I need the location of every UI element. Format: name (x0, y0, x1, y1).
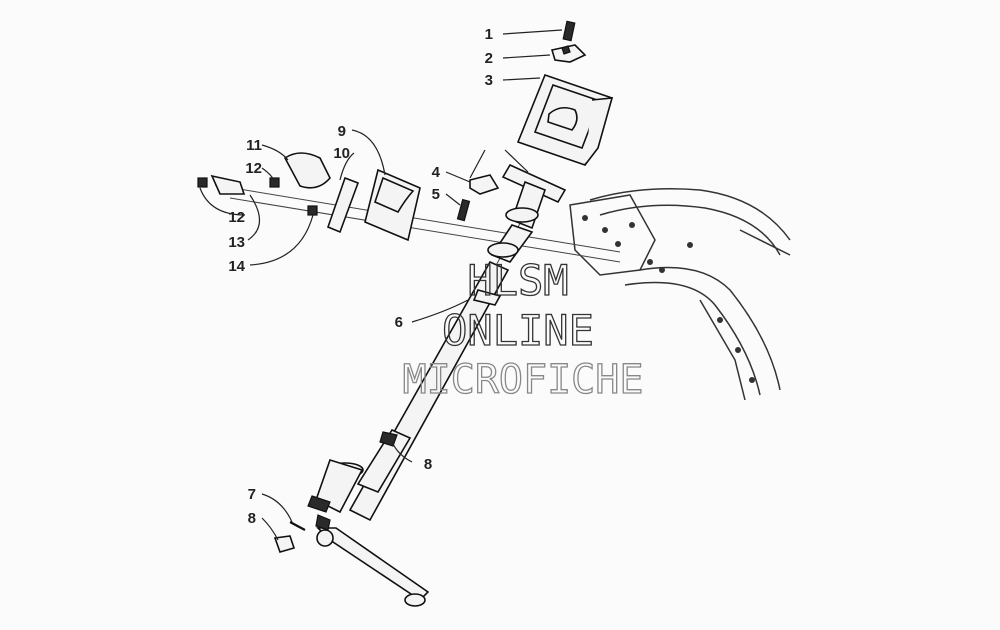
callout-14: 14 (228, 258, 245, 275)
watermark-line2: ONLINE (442, 306, 594, 355)
watermark-line1: HLSM (467, 256, 568, 305)
callout-3: 3 (485, 72, 493, 89)
callout-12-upper: 12 (245, 160, 262, 177)
clamp-bolts (197, 174, 318, 216)
callout-9: 9 (338, 123, 346, 140)
steering-shaft (307, 260, 510, 522)
chassis-frame (569, 188, 791, 401)
bushing-plate (326, 176, 360, 234)
steering-arm (315, 514, 430, 607)
handlebar-clamp-block (516, 73, 614, 167)
clamp-cap (550, 44, 587, 63)
callout-8-upper: 8 (424, 456, 432, 473)
watermark: HLSM ONLINE MICROFICHE (402, 255, 644, 403)
callout-8-lower: 8 (248, 510, 256, 527)
callout-5: 5 (432, 186, 440, 203)
steering-support-bracket (364, 168, 421, 242)
washer (289, 521, 306, 531)
leader-lines (199, 29, 563, 541)
callout-12-lower: 12 (228, 209, 245, 226)
callout-labels: 1 2 3 4 5 6 7 8 8 9 10 11 12 12 13 14 (228, 26, 493, 527)
upper-clamp (283, 152, 331, 189)
callout-11: 11 (246, 137, 262, 154)
callout-13: 13 (228, 234, 245, 251)
callout-10: 10 (333, 145, 350, 162)
callout-4: 4 (432, 164, 441, 181)
hex-bolt (456, 198, 471, 222)
steering-post-head (487, 163, 567, 263)
callout-7: 7 (248, 486, 256, 503)
lock-nut (273, 535, 296, 553)
watermark-line3: MICROFICHE (403, 357, 644, 403)
cap-screw (562, 20, 576, 42)
callout-6: 6 (395, 314, 403, 331)
flange-nut (469, 174, 500, 195)
callout-1: 1 (485, 26, 493, 43)
callout-2: 2 (485, 50, 493, 67)
